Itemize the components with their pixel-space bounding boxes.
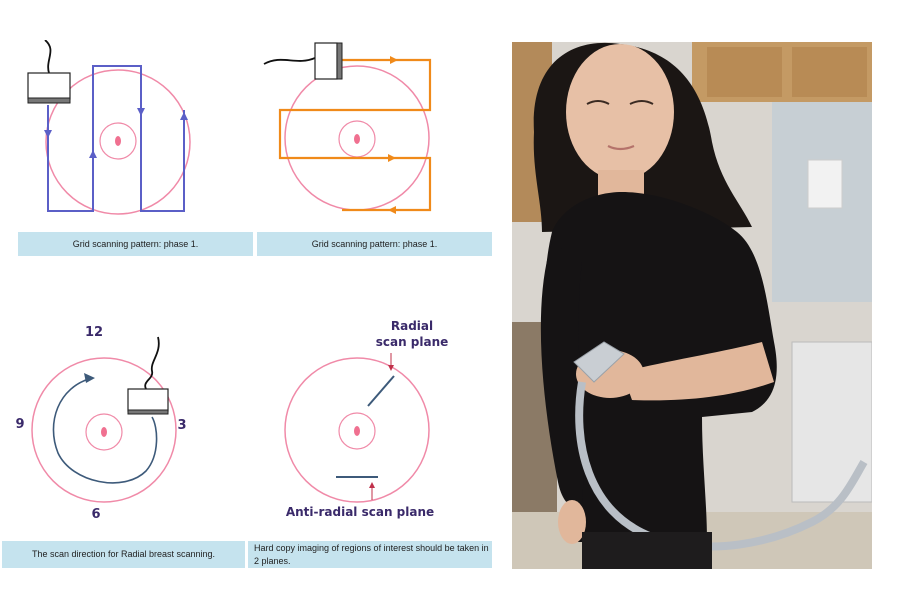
radial-scan-direction-diagram: 12 3 6 9 <box>15 325 186 522</box>
breast-outline <box>284 357 430 503</box>
path-arrow <box>388 154 396 162</box>
path-arrow <box>89 150 97 158</box>
breast-outline <box>45 69 191 215</box>
horizontal-scan-path <box>278 58 432 212</box>
anti-radial-label: Anti-radial scan plane <box>286 505 434 519</box>
anti-radial-pointer-head <box>369 482 375 488</box>
radial-scan-plane-line <box>367 375 395 407</box>
areola-outline <box>338 412 376 450</box>
radial-arrowhead <box>84 373 95 383</box>
supply-container <box>807 159 843 209</box>
nipple <box>101 427 107 437</box>
eye <box>629 100 654 105</box>
caption-grid-phase-1-right: Grid scanning pattern: phase 1. <box>257 232 492 256</box>
clock-label-12: 12 <box>85 325 103 340</box>
pants <box>582 532 712 569</box>
transducer-probe <box>314 42 338 80</box>
caption-grid-phase-1-left: Grid scanning pattern: phase 1. <box>18 232 253 256</box>
nipple <box>115 136 121 146</box>
transducer-probe <box>127 388 169 412</box>
probe-handle <box>573 341 625 383</box>
cabinet-panel <box>707 47 782 97</box>
path-arrow <box>180 112 188 120</box>
transducer-cable <box>144 336 160 390</box>
radial-label-line1: Radial <box>391 319 433 333</box>
grid-scan-horizontal-diagram <box>263 42 432 214</box>
caption-radial-scan-direction: The scan direction for Radial breast sca… <box>2 541 245 568</box>
path-arrow <box>137 108 145 116</box>
grid-scan-vertical-diagram <box>27 40 191 215</box>
transducer-face <box>27 97 71 104</box>
clock-label-6: 6 <box>91 507 100 522</box>
transducer-probe <box>27 72 71 100</box>
vertical-scan-path <box>47 65 185 212</box>
clock-label-9: 9 <box>15 417 24 432</box>
right-forearm <box>622 342 774 401</box>
left-hand <box>558 500 586 544</box>
left-arm <box>540 242 584 507</box>
path-arrow <box>44 130 52 138</box>
nipple <box>354 426 360 436</box>
ultrasound-cart <box>791 341 872 503</box>
path-arrow <box>390 56 398 64</box>
cabinet-panel <box>792 47 867 97</box>
eye <box>586 100 610 105</box>
areola-outline <box>85 413 123 451</box>
radial-direction-arc <box>52 377 158 484</box>
transducer-face <box>127 409 169 415</box>
scan-planes-diagram: Radial scan plane Anti-radial scan plane <box>284 319 449 519</box>
radial-pointer-head <box>388 365 394 371</box>
breast-outline <box>31 357 177 503</box>
radial-label-line2: scan plane <box>376 335 449 349</box>
caption-scan-planes: Hard copy imaging of regions of interest… <box>248 541 492 568</box>
areola-outline <box>99 122 137 160</box>
face <box>566 44 674 180</box>
transducer-cable <box>263 57 316 65</box>
nipple <box>354 134 360 144</box>
ultrasound-self-scan-photo <box>512 42 872 569</box>
transducer-cable <box>44 40 52 74</box>
clock-label-3: 3 <box>177 418 186 433</box>
transducer-face <box>336 42 343 80</box>
path-arrow <box>388 206 396 214</box>
mouth <box>607 144 635 151</box>
